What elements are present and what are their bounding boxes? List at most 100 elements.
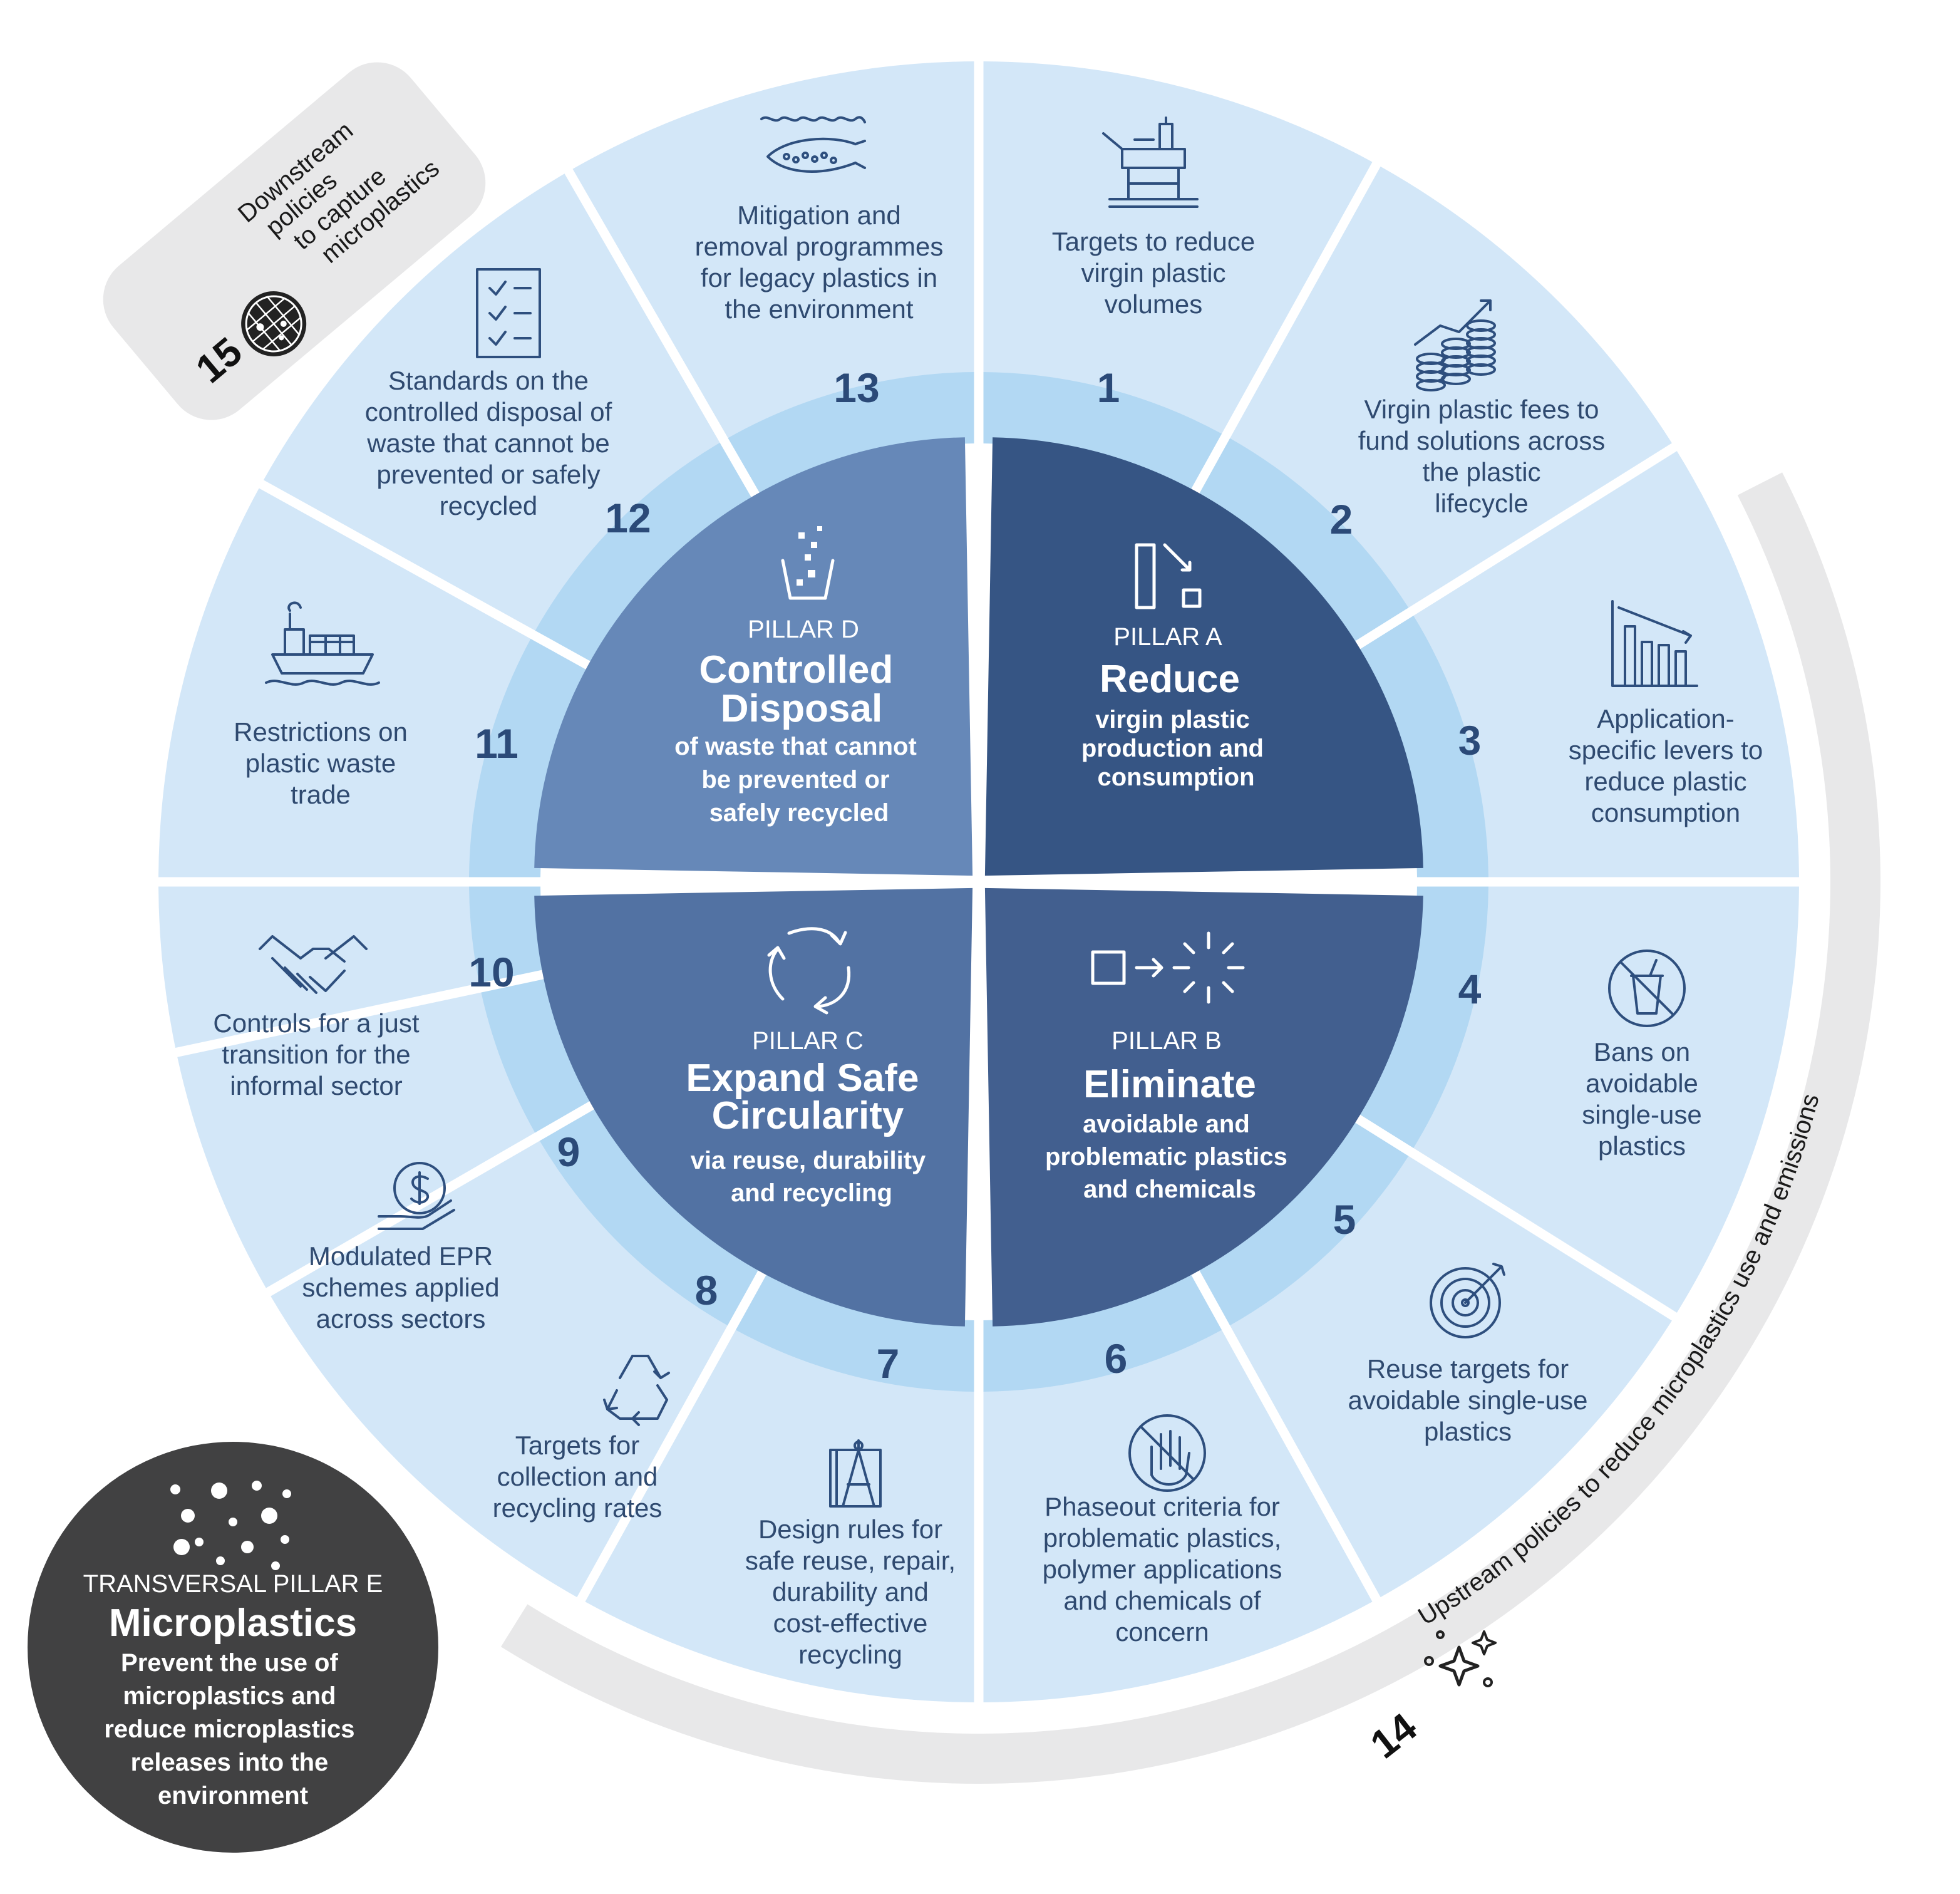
declining-bar-chart-icon <box>1611 600 1698 687</box>
segment-number-band <box>983 372 1222 497</box>
segment-number-band <box>1195 438 1409 646</box>
segment-number-band <box>735 1267 974 1392</box>
segment-panel <box>1411 451 1799 877</box>
pillar-d-title: Controlled Disposal <box>699 648 904 730</box>
segment-number: 4 <box>1458 966 1482 1012</box>
segment-number: 9 <box>557 1129 580 1175</box>
segment-panel <box>1411 886 1799 1313</box>
segment-panel <box>1229 166 1672 609</box>
bottle-reduce-icon <box>1135 543 1202 609</box>
pillar-d: PILLAR D Controlled Disposal of waste th… <box>674 526 924 827</box>
coins-growth-icon <box>1414 299 1496 391</box>
segment-panel <box>271 1139 729 1598</box>
pillar-a-quadrant <box>984 437 1423 876</box>
segment-number: 11 <box>475 720 518 767</box>
pillar-a-title: Reduce <box>1100 658 1240 701</box>
recycle-icon <box>603 1355 670 1426</box>
pillar-b-title: Eliminate <box>1083 1063 1256 1106</box>
pillar-e-subtitle: Prevent the use of microplastics and red… <box>104 1649 361 1809</box>
no-cup-icon <box>1608 950 1686 1027</box>
segment-panel <box>572 61 974 440</box>
segment-panel <box>263 173 721 632</box>
checklist-icon <box>476 268 541 358</box>
segment-panel <box>177 991 537 1288</box>
pillar-d-kicker: PILLAR D <box>748 616 859 643</box>
segment-number-band <box>728 372 974 500</box>
eliminate-burst-icon <box>1091 931 1245 1004</box>
stop-hand-icon <box>1128 1414 1206 1492</box>
filter-mesh-icon <box>241 291 307 356</box>
microplastic-dots-icon <box>170 1481 291 1570</box>
pillar-c-kicker: PILLAR C <box>752 1027 864 1055</box>
segment-number: 1 <box>1097 365 1120 411</box>
segment-number-band <box>481 977 597 1133</box>
segment-number: 6 <box>1105 1335 1128 1382</box>
cargo-ship-icon <box>265 601 380 686</box>
segment-panel <box>158 488 533 877</box>
segment-number-band <box>539 1105 763 1326</box>
segment-number-band <box>469 638 594 877</box>
pillar-a-subtitle: virgin plastic production and consumptio… <box>1081 706 1271 791</box>
pillar-a: PILLAR A Reduce virgin plastic productio… <box>1081 543 1271 791</box>
circular-arrows-icon <box>767 927 851 1015</box>
pillar-b: PILLAR B Eliminate avoidable and problem… <box>1045 931 1287 1203</box>
segment-number-band <box>1353 886 1488 1148</box>
pillar-d-subtitle: of waste that cannot be prevented or saf… <box>674 733 924 827</box>
segment-number-band <box>535 442 756 666</box>
segment-number: 7 <box>877 1340 900 1387</box>
pillar-e-title: Microplastics <box>109 1602 357 1645</box>
pillar-d-quadrant <box>534 437 973 876</box>
pillar-e-kicker: TRANSVERSAL PILLAR E <box>83 1570 383 1598</box>
segment-number-band <box>1195 1118 1409 1326</box>
downstream-pill <box>103 62 486 420</box>
pillar-b-quadrant <box>984 887 1423 1327</box>
pillar-quadrants <box>534 437 1423 1327</box>
segment-number-band <box>1353 616 1488 877</box>
pillar-c-subtitle: via reuse, durability and recycling <box>691 1147 933 1207</box>
pillar-a-kicker: PILLAR A <box>1113 623 1222 651</box>
segment-panel <box>983 61 1373 436</box>
waste-bin-icon <box>781 526 835 600</box>
design-compass-icon <box>829 1439 882 1508</box>
segment-number: 13 <box>833 365 879 411</box>
segment-number: 3 <box>1458 717 1482 763</box>
upstream-number: 14 <box>1362 1704 1425 1767</box>
target-icon <box>1430 1263 1505 1338</box>
segment-number: 2 <box>1330 496 1353 542</box>
handshake-icon <box>259 935 368 994</box>
segment-number: 12 <box>605 495 651 541</box>
oil-rig-icon <box>1102 116 1199 208</box>
pillar-e-circle <box>28 1442 438 1853</box>
segment-number: 5 <box>1333 1196 1356 1243</box>
segment-number-band <box>469 886 549 983</box>
pillar-c-quadrant <box>534 887 973 1327</box>
segment-panel <box>585 1328 974 1702</box>
ocean-net-icon <box>760 116 866 173</box>
pillar-c: PILLAR C Expand Safe Circularity via reu… <box>686 927 933 1207</box>
segment-number: 8 <box>695 1267 718 1313</box>
